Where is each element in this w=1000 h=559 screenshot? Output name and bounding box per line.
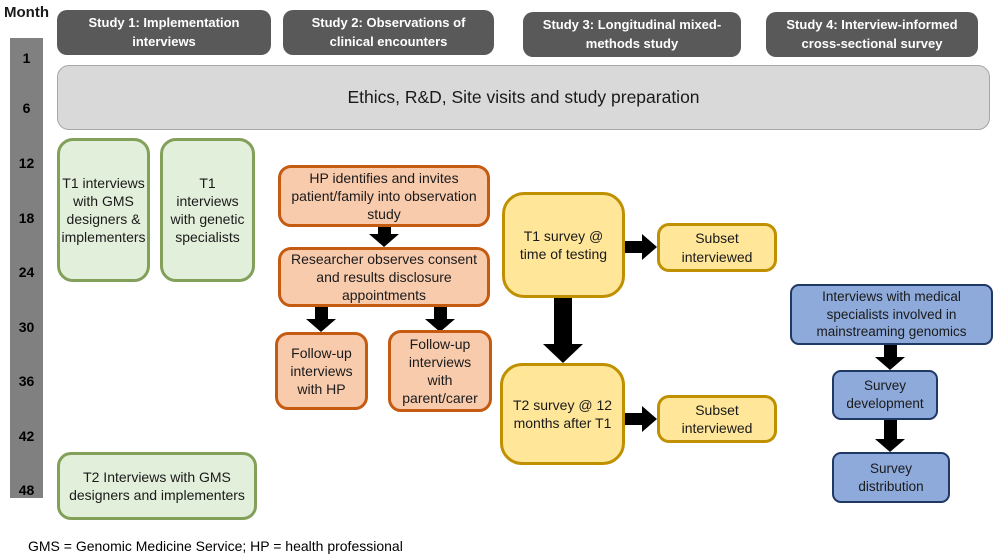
arrow-t1-to-t2-survey xyxy=(543,298,583,363)
box-t2-survey: T2 survey @ 12 months after T1 xyxy=(500,363,625,465)
arrow-interviews-to-development xyxy=(875,345,905,370)
ethics-bar: Ethics, R&D, Site visits and study prepa… xyxy=(57,65,990,130)
study4-header: Study 4: Interview-informed cross-sectio… xyxy=(766,12,978,57)
month-axis-label: Month xyxy=(4,4,49,21)
box-t1-gms: T1 interviews with GMS designers & imple… xyxy=(57,138,150,282)
study1-header: Study 1: Implementation interviews xyxy=(57,10,271,55)
month-tick: 6 xyxy=(22,100,31,116)
box-survey-distribution: Survey distribution xyxy=(832,452,950,503)
month-tick: 48 xyxy=(18,482,35,498)
month-tick: 12 xyxy=(18,155,35,171)
month-tick: 30 xyxy=(18,319,35,335)
month-tick: 24 xyxy=(18,264,35,280)
arrow-researcher-to-followup-hp xyxy=(306,307,336,332)
footer-legend: GMS = Genomic Medicine Service; HP = hea… xyxy=(28,538,403,554)
box-t1-genetic: T1 interviews with genetic specialists xyxy=(160,138,255,282)
arrow-t1-to-subset1 xyxy=(625,234,657,260)
box-t1-survey: T1 survey @ time of testing xyxy=(502,192,625,298)
box-subset-2: Subset interviewed xyxy=(657,395,777,443)
arrow-hp-to-researcher xyxy=(369,227,399,247)
box-survey-development: Survey development xyxy=(832,370,938,420)
month-tick: 42 xyxy=(18,428,35,444)
arrow-t2-to-subset2 xyxy=(625,406,657,432)
study2-header: Study 2: Observations of clinical encoun… xyxy=(283,10,494,55)
box-interviews-specialists: Interviews with medical specialists invo… xyxy=(790,284,993,345)
box-researcher-observes: Researcher observes consent and results … xyxy=(278,247,490,307)
month-bar: 1 6 12 18 24 30 36 42 48 xyxy=(10,38,43,498)
box-followup-hp: Follow-up interviews with HP xyxy=(275,332,368,410)
month-tick: 36 xyxy=(18,373,35,389)
arrow-researcher-to-followup-parent xyxy=(425,307,455,332)
month-tick: 1 xyxy=(22,50,31,66)
month-tick: 18 xyxy=(18,210,35,226)
study3-header: Study 3: Longitudinal mixed-methods stud… xyxy=(523,12,741,57)
box-t2-gms: T2 Interviews with GMS designers and imp… xyxy=(57,452,257,520)
box-hp-invites: HP identifies and invites patient/family… xyxy=(278,165,490,227)
arrow-development-to-distribution xyxy=(875,420,905,452)
box-subset-1: Subset interviewed xyxy=(657,223,777,272)
box-followup-parent: Follow-up interviews with parent/carer xyxy=(388,330,492,412)
